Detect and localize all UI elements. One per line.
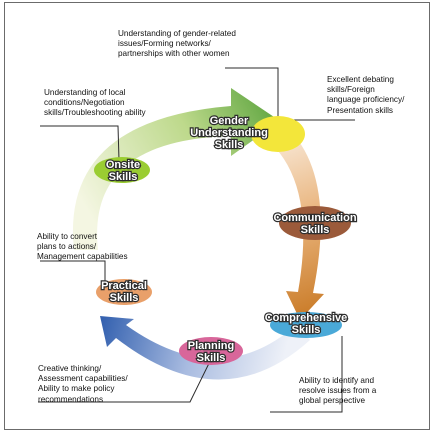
leader-onsite [40, 125, 120, 161]
orange-arc-arrow [250, 110, 324, 320]
planning-skill-ellipse [179, 337, 243, 365]
communication-skill-label-line2: Skills [301, 224, 330, 236]
note-communication: Excellent debating skills/Foreign langua… [327, 75, 405, 115]
skill-node-communication: Communication Skills [272, 206, 358, 240]
gender-skill-ellipse [251, 116, 305, 152]
green-arc-arrow [72, 88, 280, 250]
leader-gender [225, 67, 279, 134]
onsite-skill-label-line1: Onsite [106, 159, 140, 171]
practical-skill-label-line2: Skills [110, 292, 139, 304]
skill-node-planning: Planning Skills [179, 337, 243, 365]
skill-node-gender: Gender Understanding Skills [189, 114, 305, 152]
leader-comprehensive [270, 336, 343, 413]
practical-skill-label-line1: Practical [101, 280, 147, 292]
note-onsite: Understanding of local conditions/Negoti… [44, 88, 146, 118]
gender-skill-label-line1: Gender [210, 115, 249, 127]
leader-practical [40, 260, 106, 286]
comprehensive-skill-ellipse [270, 312, 342, 338]
blue-arc-arrow [100, 316, 310, 380]
note-gender-understanding: Understanding of gender-related issues/F… [118, 29, 236, 59]
practical-skill-ellipse [96, 279, 152, 305]
onsite-skill-ellipse [94, 157, 150, 183]
gender-skill-label-line3: Skills [215, 139, 244, 151]
communication-skill-label-line1: Communication [273, 212, 356, 224]
communication-skill-ellipse [279, 206, 351, 240]
note-practical: Ability to convert plans to actions/ Man… [37, 232, 128, 262]
planning-skill-label-line2: Skills [197, 352, 226, 364]
comprehensive-skill-label-line1: Comprehensive [265, 312, 348, 324]
planning-skill-label-line1: Planning [188, 340, 234, 352]
note-planning: Creative thinking/ Assessment capabiliti… [38, 364, 128, 404]
skill-node-comprehensive: Comprehensive Skills [264, 311, 348, 338]
note-comprehensive: Ability to identify and resolve issues f… [299, 376, 377, 406]
skill-node-onsite: Onsite Skills [94, 157, 150, 184]
skill-node-practical: Practical Skills [96, 279, 152, 305]
comprehensive-skill-label-line2: Skills [292, 324, 321, 336]
gender-skill-label-line2: Understanding [190, 127, 268, 139]
onsite-skill-label-line2: Skills [109, 171, 138, 183]
